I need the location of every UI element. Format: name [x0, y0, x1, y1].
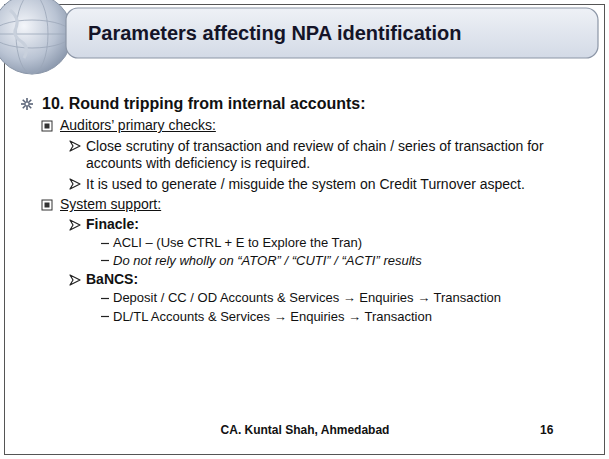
bullet-row: System support: [60, 192, 580, 213]
arrow-bullet [68, 177, 82, 191]
bullet-text: Deposit / CC / OD Accounts & Services → … [113, 290, 553, 306]
subheading: Auditors’ primary checks: [60, 117, 580, 134]
section-heading: 10. Round tripping from internal account… [42, 94, 582, 113]
arrow-bullet [68, 273, 82, 287]
dash-bullet [98, 253, 112, 267]
bullet-row: Finacle: [86, 213, 591, 233]
slide-number: 16 [540, 423, 553, 437]
square-bullet [40, 198, 54, 212]
slide-body: 10. Round tripping from internal account… [0, 94, 609, 324]
star-bullet [20, 97, 34, 111]
arrow-bullet [68, 139, 82, 153]
bullet-text: Close scrutiny of transaction and review… [86, 138, 591, 172]
square-bullet [40, 119, 54, 133]
bullet-row: ACLI – (Use CTRL + E to Explore the Tran… [113, 233, 583, 251]
slide-title: Parameters affecting NPA identification [88, 22, 461, 45]
title-box [66, 8, 598, 58]
bullet-row: BaNCS: [86, 268, 591, 288]
bullet-row: DL/TL Accounts & Services → Enquiries → … [113, 306, 553, 325]
bullet-text: It is used to generate / misguide the sy… [86, 176, 591, 193]
dash-bullet [98, 236, 112, 250]
bullet-row: Close scrutiny of transaction and review… [86, 134, 591, 172]
dash-bullet [98, 309, 112, 323]
globe-icon [0, 0, 72, 74]
slide-frame [5, 5, 605, 455]
bullet-row: Auditors’ primary checks: [60, 113, 580, 134]
arrow-bullet [68, 218, 82, 232]
bullet-row: Do not rely wholly on “ATOR” / “CUTI” / … [113, 251, 583, 269]
bullet-text: Finacle: [86, 216, 591, 233]
bullet-row: 10. Round tripping from internal account… [42, 94, 582, 113]
bullet-row: Deposit / CC / OD Accounts & Services → … [113, 288, 553, 306]
dash-bullet [98, 291, 112, 305]
subheading: System support: [60, 196, 580, 213]
title-bar: Parameters affecting NPA identification [66, 8, 598, 58]
bullet-text: BaNCS: [86, 271, 591, 288]
bullet-text: ACLI – (Use CTRL + E to Explore the Tran… [113, 235, 583, 251]
bullet-text: Do not rely wholly on “ATOR” / “CUTI” / … [113, 253, 583, 269]
bullet-row: It is used to generate / misguide the sy… [86, 172, 591, 193]
bullet-text: DL/TL Accounts & Services → Enquiries → … [113, 309, 553, 325]
footer-author: CA. Kuntal Shah, Ahmedabad [160, 423, 450, 437]
